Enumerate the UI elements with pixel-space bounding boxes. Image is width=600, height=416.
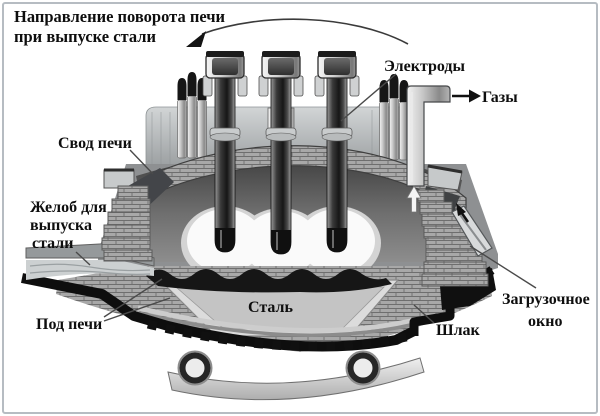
leader-roof — [129, 149, 154, 175]
label-tap-chute-line1: Желоб для — [30, 199, 107, 216]
tilt-roller-right — [345, 350, 381, 386]
label-gases: Газы — [482, 89, 518, 106]
electrode-right — [314, 51, 360, 253]
label-steel: Сталь — [248, 299, 294, 316]
gas-duct — [406, 85, 451, 213]
charging-window — [451, 203, 493, 257]
label-charging-window-line1: Загрузочное — [502, 291, 590, 308]
leader-tap-chute — [75, 251, 91, 266]
right-post-cluster — [379, 74, 409, 161]
label-roof: Свод печи — [58, 135, 132, 152]
leader-lines — [75, 73, 537, 324]
label-charging-window-line2: окно — [528, 313, 562, 330]
rocker-beam — [167, 357, 425, 401]
label-hearth: Под печи — [36, 316, 102, 333]
electrode-left — [202, 51, 248, 253]
left-brick-steps — [101, 185, 153, 262]
label-rotation-line1: Направление поворота печи — [14, 7, 226, 26]
gas-flow-arrow-icon — [452, 89, 481, 103]
label-electrodes: Электроды — [384, 58, 466, 75]
slag-layer — [146, 269, 392, 293]
gas-rise-arrow-icon — [406, 185, 422, 213]
label-slag: Шлак — [436, 322, 481, 339]
rotation-arrow-icon — [186, 18, 409, 47]
left-post-cluster — [177, 72, 207, 159]
electrode-center — [258, 51, 304, 255]
leader-electrodes — [340, 73, 397, 122]
leader-charging-window — [469, 245, 537, 289]
label-tap-chute-line3: стали — [32, 235, 74, 252]
label-tap-chute-line2: выпуска — [30, 217, 92, 234]
tilt-rack-teeth — [146, 319, 412, 352]
tilt-roller-left — [177, 350, 213, 386]
leader-hearth-2 — [103, 297, 171, 322]
label-rotation-line2: при выпуске стали — [14, 27, 157, 46]
leader-hearth-1 — [103, 278, 163, 318]
leader-slag — [413, 304, 435, 324]
